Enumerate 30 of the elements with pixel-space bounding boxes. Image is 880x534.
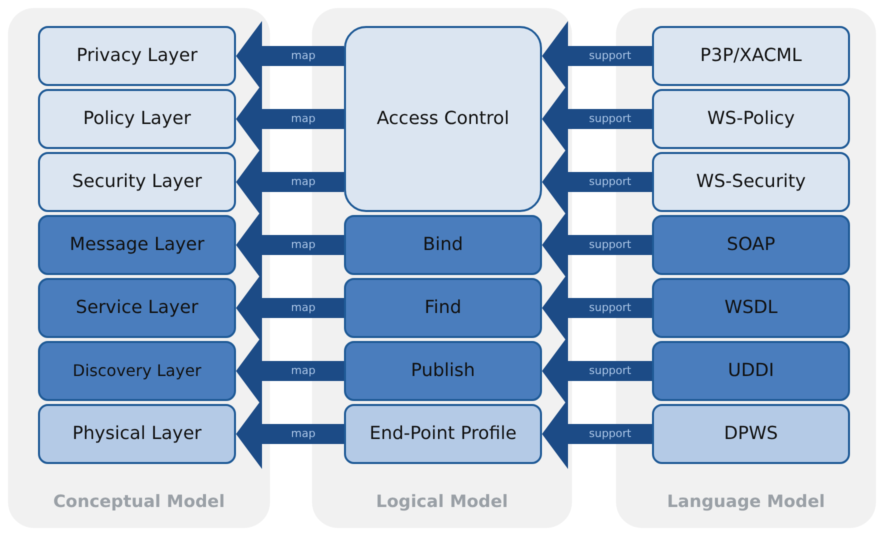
layer-box: Physical Layer bbox=[38, 404, 236, 464]
edge-label: support bbox=[587, 427, 634, 441]
layer-box: P3P/XACML bbox=[652, 26, 850, 86]
layer-box: DPWS bbox=[652, 404, 850, 464]
panel-heading: Logical Model bbox=[376, 492, 508, 512]
edge-label: support bbox=[587, 364, 634, 378]
layer-box: End-Point Profile bbox=[344, 404, 542, 464]
layer-box: Security Layer bbox=[38, 152, 236, 212]
layer-box: Privacy Layer bbox=[38, 26, 236, 86]
layer-box: Message Layer bbox=[38, 215, 236, 275]
layer-box: Policy Layer bbox=[38, 89, 236, 149]
model-panel bbox=[8, 8, 270, 528]
layer-box: Bind bbox=[344, 215, 542, 275]
layer-box: WSDL bbox=[652, 278, 850, 338]
edge-label: support bbox=[587, 175, 634, 189]
layer-box: Service Layer bbox=[38, 278, 236, 338]
edge-label: support bbox=[587, 49, 634, 63]
panel-heading: Conceptual Model bbox=[53, 492, 225, 512]
layer-box: Discovery Layer bbox=[38, 341, 236, 401]
layer-box: WS-Security bbox=[652, 152, 850, 212]
edge-label: support bbox=[587, 238, 634, 252]
edge-label: support bbox=[587, 112, 634, 126]
layer-box: Access Control bbox=[344, 26, 542, 212]
edge-label: support bbox=[587, 301, 634, 315]
layer-box: Publish bbox=[344, 341, 542, 401]
panel-heading: Language Model bbox=[667, 492, 825, 512]
layer-box: Find bbox=[344, 278, 542, 338]
layer-box: UDDI bbox=[652, 341, 850, 401]
layer-box: WS-Policy bbox=[652, 89, 850, 149]
layer-box: SOAP bbox=[652, 215, 850, 275]
